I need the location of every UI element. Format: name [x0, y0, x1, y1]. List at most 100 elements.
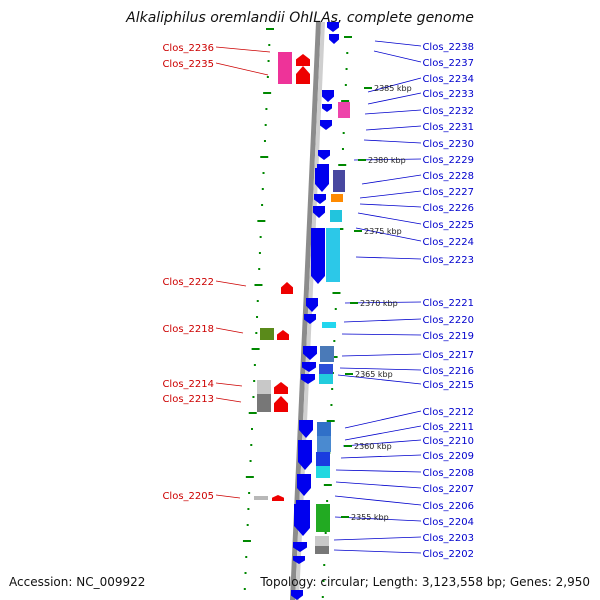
gene-box — [319, 364, 333, 374]
gene-arrow — [299, 420, 313, 438]
tick-mark — [253, 380, 256, 382]
gene-label-right: Clos_2221 — [422, 298, 474, 309]
label-leader — [333, 536, 422, 541]
gene-arrow — [274, 396, 288, 412]
tick-mark — [346, 52, 349, 54]
tick-mark — [258, 268, 261, 270]
genome-backbone — [290, 22, 321, 600]
tick-mark — [256, 300, 259, 302]
tick-mark — [267, 60, 270, 62]
gene-arrow — [311, 228, 325, 284]
label-leader — [335, 469, 422, 473]
label-leader — [357, 212, 422, 225]
gene-arrow — [293, 542, 307, 552]
label-leader — [363, 139, 422, 144]
label-leader-lines — [215, 40, 422, 554]
gene-arrow — [298, 440, 312, 470]
tick-mark — [344, 36, 352, 38]
gene-arrow — [304, 314, 316, 324]
gene-label-left: Clos_2214 — [162, 379, 214, 390]
tick-mark — [334, 308, 337, 310]
gene-label-right: Clos_2228 — [422, 171, 474, 182]
label-leader — [333, 549, 422, 554]
gene-label-right: Clos_2226 — [422, 203, 474, 214]
tick-mark — [248, 412, 257, 414]
tick-mark — [345, 68, 348, 70]
tick-mark — [258, 252, 261, 254]
tick-mark — [338, 164, 347, 166]
label-leader — [341, 333, 422, 336]
tick-mark — [265, 108, 268, 110]
gene-arrow — [293, 556, 305, 564]
gene-arrow — [296, 54, 310, 66]
gene-box — [278, 52, 292, 84]
gene-label-left: Clos_2205 — [162, 491, 214, 502]
tick-mark — [344, 84, 347, 86]
label-leader — [341, 353, 422, 357]
tick-mark — [244, 572, 247, 574]
gene-label-right: Clos_2232 — [422, 106, 474, 117]
gene-label-right: Clos_2225 — [422, 220, 474, 231]
gene-arrow — [322, 90, 334, 102]
scale-label: 2365 kbp — [355, 370, 393, 379]
gene-box — [316, 466, 330, 478]
label-leader — [335, 481, 422, 489]
label-leader — [344, 410, 422, 429]
gene-label-right: Clos_2211 — [422, 422, 474, 433]
gene-label-right: Clos_2202 — [422, 549, 474, 560]
gene-label-right: Clos_2229 — [422, 155, 474, 166]
label-leader — [215, 382, 243, 387]
tick-mark — [341, 148, 344, 150]
tick-mark — [321, 596, 324, 598]
tick-mark — [257, 220, 266, 222]
gene-arrow — [272, 495, 284, 501]
gene-arrow — [294, 504, 310, 534]
gene-label-right: Clos_2220 — [422, 315, 474, 326]
gene-label-right: Clos_2233 — [422, 89, 474, 100]
gene-box — [260, 328, 274, 340]
right-gene-labels: Clos_2238Clos_2237Clos_2234Clos_2233Clos… — [422, 42, 474, 560]
label-leader — [343, 318, 422, 323]
label-leader — [355, 227, 422, 242]
tick-mark — [261, 188, 264, 190]
tick-mark — [253, 364, 256, 366]
tick-mark — [323, 564, 326, 566]
scale-label: 2355 kbp — [351, 513, 389, 522]
gene-label-right: Clos_2212 — [422, 407, 474, 418]
tick-mark — [249, 460, 252, 462]
gene-label-right: Clos_2208 — [422, 468, 474, 479]
gene-label-right: Clos_2206 — [422, 501, 474, 512]
scale-label: 2370 kbp — [360, 299, 398, 308]
gene-box — [320, 346, 334, 362]
gene-label-right: Clos_2216 — [422, 366, 474, 377]
gene-box — [317, 436, 331, 452]
tick-mark — [254, 284, 263, 286]
gene-label-left: Clos_2235 — [162, 59, 214, 70]
gene-arrow — [322, 104, 332, 112]
tick-mark — [260, 156, 269, 158]
tick-mark — [250, 444, 253, 446]
gene-label-left: Clos_2222 — [162, 277, 214, 288]
tick-mark — [262, 172, 265, 174]
gene-arrow — [281, 282, 293, 294]
gene-arrow — [302, 362, 316, 372]
gene-arrow — [301, 374, 315, 384]
gene-label-right: Clos_2203 — [422, 533, 474, 544]
tick-mark — [324, 532, 327, 534]
gene-label-right: Clos_2238 — [422, 42, 474, 53]
label-leader — [359, 203, 422, 208]
tick-mark — [333, 340, 336, 342]
tick-mark — [322, 580, 325, 582]
label-leader — [342, 439, 422, 447]
gene-label-right: Clos_2231 — [422, 122, 474, 133]
tick-mark — [341, 100, 350, 102]
gene-label-right: Clos_2237 — [422, 58, 474, 69]
gene-features — [254, 22, 350, 600]
label-leader — [215, 46, 271, 53]
gene-arrow — [318, 150, 330, 160]
gene-arrow — [329, 34, 339, 44]
gene-label-left: Clos_2236 — [162, 43, 214, 54]
gene-label-right: Clos_2230 — [422, 139, 474, 150]
label-leader — [215, 280, 247, 287]
gene-box — [254, 496, 268, 500]
